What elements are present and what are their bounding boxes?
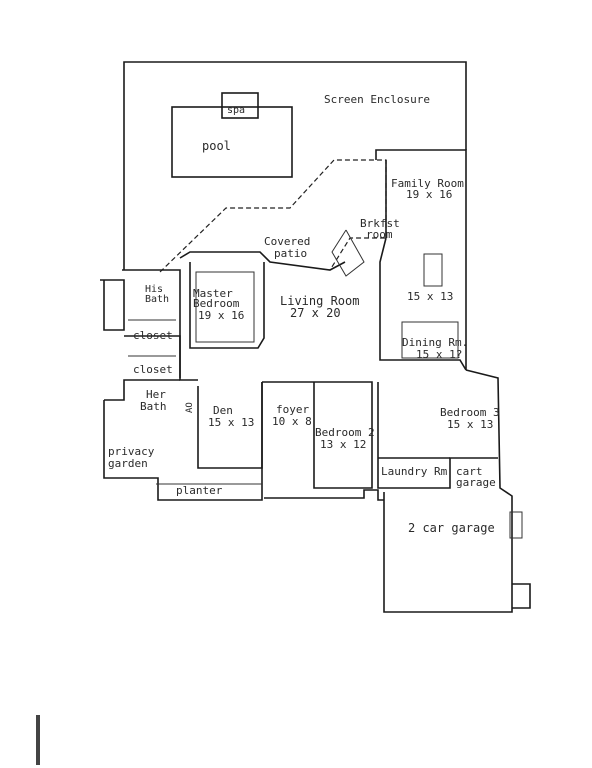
label-bedroom-3-dim: 15 x 13: [447, 418, 493, 431]
label-bedroom-3: Bedroom 3: [440, 406, 500, 419]
label-her: Her: [146, 388, 166, 401]
label-dining-dim: 15 x 1?: [416, 348, 462, 361]
label-foyer-dim: 10 x 8: [272, 415, 312, 428]
label-living-room: Living Room: [280, 294, 359, 308]
label-den: Den: [213, 404, 233, 417]
label-master-bedroom: Bedroom: [193, 297, 240, 310]
pool-shape: [171, 106, 293, 178]
label-family-room: Family Room: [391, 177, 464, 190]
label-planter: planter: [176, 484, 223, 497]
label-closet-upper: closet: [133, 329, 173, 342]
label-patio: patio: [274, 247, 307, 260]
label-brkfst-room: room: [366, 228, 393, 241]
label-foyer: foyer: [276, 403, 309, 416]
label-privacy: privacy: [108, 445, 155, 458]
house-walls: [100, 149, 531, 613]
screen-enclosure-outline: [123, 61, 467, 270]
label-her-bath: Bath: [140, 400, 167, 413]
spa-shape: [221, 92, 259, 119]
label-laundry: Laundry Rm: [381, 465, 448, 478]
label-screen-enclosure: Screen Enclosure: [324, 93, 430, 106]
label-brkfst: Brkfst: [360, 217, 400, 230]
label-cart-garage: garage: [456, 476, 496, 489]
label-cart: cart: [456, 465, 483, 478]
label-spa: spa: [227, 105, 245, 116]
label-pool: pool: [202, 139, 231, 153]
label-bedroom-2: Bedroom 2: [315, 426, 375, 439]
label-kitchen-dim: 15 x 13: [407, 290, 453, 303]
label-his: His: [145, 284, 163, 295]
label-den-dim: 15 x 13: [208, 416, 254, 429]
label-family-room-dim: 19 x 16: [406, 188, 452, 201]
label-closet-lower: closet: [133, 363, 173, 376]
label-master-dim: 19 x 16: [198, 309, 244, 322]
label-privacy-garden: garden: [108, 457, 148, 470]
label-dining: Dining Rm.: [402, 336, 468, 349]
label-living-room-dim: 27 x 20: [290, 306, 341, 320]
label-master: Master: [193, 287, 233, 300]
label-bedroom-2-dim: 13 x 12: [320, 438, 366, 451]
label-garage: 2 car garage: [408, 521, 495, 535]
label-his-bath: Bath: [145, 294, 169, 305]
scan-edge-mark: [36, 715, 40, 765]
label-covered: Covered: [264, 235, 310, 248]
label-ao: AO: [185, 402, 195, 413]
